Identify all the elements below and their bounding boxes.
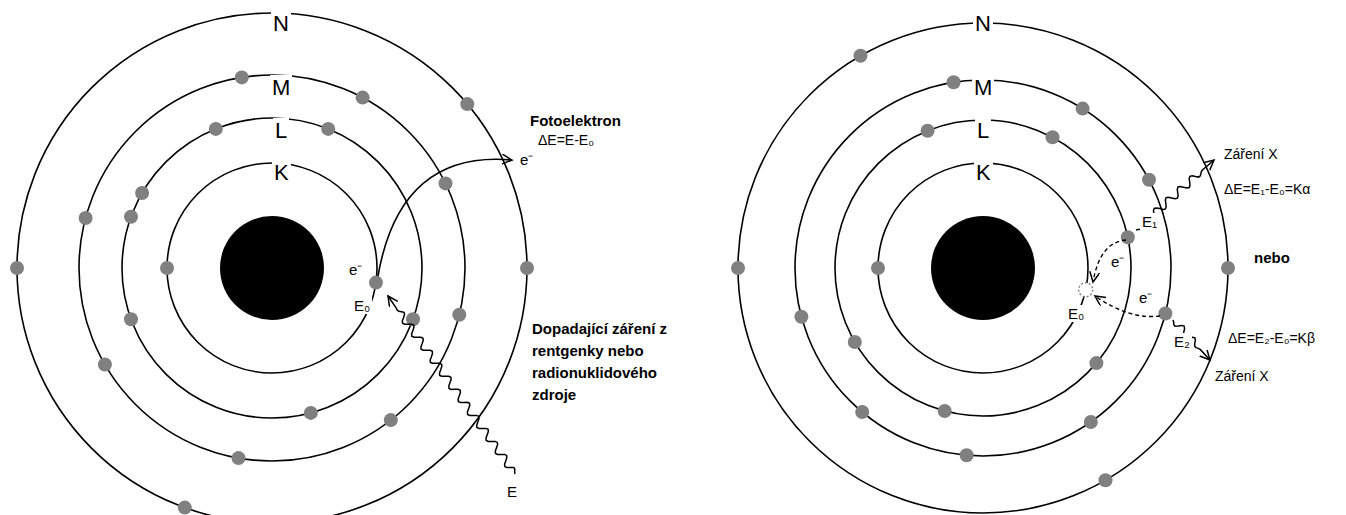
- energy-formula: ΔE=E-E₀: [536, 132, 596, 148]
- electron-dot: [1099, 473, 1113, 487]
- electron-dot: [356, 91, 370, 105]
- energy-level: E₂: [1172, 333, 1192, 350]
- electron-dot: [938, 404, 952, 418]
- energy-formula: ΔE=E₂-E₀=Kβ: [1226, 330, 1317, 346]
- electron-shell: [17, 13, 527, 515]
- shell-label: M: [270, 75, 292, 100]
- electron-dot: [1121, 230, 1135, 244]
- electron-dot: [304, 406, 318, 420]
- electron-symbol: e⁻: [1109, 253, 1126, 270]
- x-ray-wave: [1136, 160, 1214, 230]
- energy-level: E₁: [1140, 213, 1159, 230]
- electron-dot: [209, 122, 223, 136]
- shell-label: N: [271, 11, 291, 36]
- or-note: nebo: [1252, 249, 1292, 266]
- vacancy: [1079, 283, 1093, 297]
- electron-shell: [795, 80, 1171, 456]
- electron-symbol: e⁻: [518, 151, 535, 168]
- shell-label: N: [973, 11, 993, 36]
- electron-dot: [947, 75, 961, 89]
- incident-radiation-wave: [388, 296, 515, 474]
- electron-dot: [232, 451, 246, 465]
- electron-dot: [178, 501, 192, 515]
- electron-dot: [1076, 102, 1090, 116]
- electron-dot: [98, 358, 112, 372]
- electron-dot: [1084, 415, 1098, 429]
- electron-dot: [79, 211, 93, 225]
- radiation-note: Dopadající záření z rentgenky nebo radio…: [530, 318, 684, 406]
- energy-level: E₀: [1066, 305, 1086, 322]
- radiation-label: Záření X: [1213, 368, 1271, 384]
- shell-label: K: [974, 160, 993, 185]
- electron-shell: [79, 75, 465, 461]
- electron-dot: [439, 176, 453, 190]
- electron-dot: [124, 312, 138, 326]
- electron-dot: [384, 413, 398, 427]
- electron-dot: [160, 261, 174, 275]
- energy-level: E₀: [352, 297, 372, 314]
- electron-dot: [460, 97, 474, 111]
- energy-formula: ΔE=E₁-E₀=Kα: [1222, 181, 1312, 197]
- electron-dot: [1046, 130, 1060, 144]
- electron-dot: [731, 261, 745, 275]
- shell-label: L: [975, 118, 991, 143]
- electron-dot: [1089, 356, 1103, 370]
- shell-label: L: [273, 118, 289, 143]
- electron-dot: [124, 210, 138, 224]
- electron-dot: [520, 261, 534, 275]
- electron-dot: [452, 308, 466, 322]
- electron-dot: [1142, 173, 1156, 187]
- x-ray-wave: [1173, 320, 1210, 360]
- electron-symbol: e⁻: [1137, 289, 1154, 306]
- electron-dot: [794, 310, 808, 324]
- shell-label: M: [972, 75, 994, 100]
- electron-shell: [878, 163, 1088, 373]
- radiation-label: Záření X: [1222, 146, 1280, 162]
- electron-dot: [960, 448, 974, 462]
- nucleus: [220, 216, 324, 320]
- electron-dot: [321, 122, 335, 136]
- photoelectron-title: Fotoelektron: [528, 112, 623, 129]
- electron-dot: [871, 261, 885, 275]
- electron-shell: [835, 120, 1131, 416]
- electron-dot: [854, 49, 868, 63]
- electron-dot: [1158, 307, 1172, 321]
- electron-dot: [1221, 261, 1235, 275]
- shell-label: K: [272, 160, 291, 185]
- nucleus: [931, 216, 1035, 320]
- electron-dot: [855, 405, 869, 419]
- electron-shell: [738, 23, 1228, 513]
- electron-dot: [921, 124, 935, 138]
- electron-dot: [135, 186, 149, 200]
- photoelectron-arrow: [378, 159, 512, 276]
- electron-dot: [848, 335, 862, 349]
- electron-shell: [167, 163, 377, 373]
- electron-dot: [10, 261, 24, 275]
- electron-dot: [235, 70, 249, 84]
- transition-arrow: [1093, 240, 1126, 282]
- electron-dot: [369, 276, 383, 290]
- electron-symbol: e⁻: [347, 261, 364, 278]
- energy-level: E: [505, 483, 519, 500]
- electron-shell: [122, 118, 422, 418]
